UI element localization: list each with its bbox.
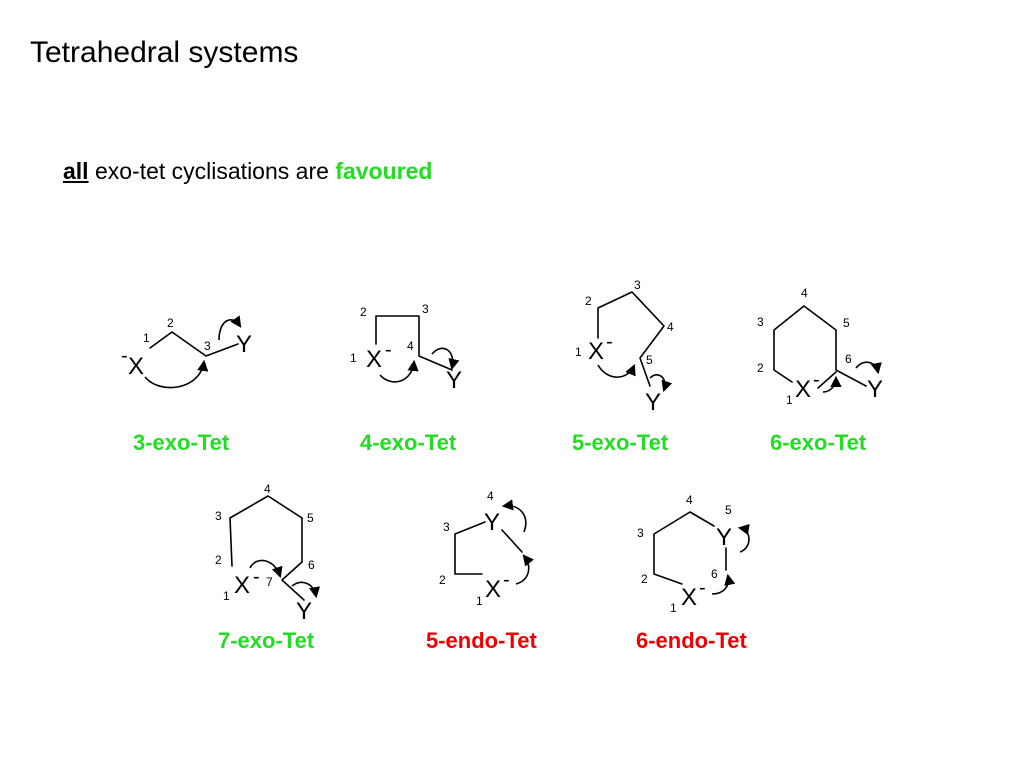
position-number: 7 [266,575,273,589]
atom-y: Y [446,367,462,394]
bond [817,371,837,389]
caption: 6-endo-Tet [636,628,747,653]
position-number: 1 [476,594,483,608]
curved-arrow [144,359,209,389]
structure-3-exo-tet: - X Y 1 2 3 3-exo-Tet [121,315,252,455]
atom-x: X [795,376,811,403]
atom-y: Y [484,509,500,536]
position-number: 2 [439,573,446,587]
curved-arrow [291,581,321,599]
position-number: 2 [585,294,592,308]
curved-arrow [649,374,673,393]
structure-6-exo-tet: X - Y 1 2 3 4 5 6 6-exo-Tet [757,286,883,455]
subtitle-middle: exo-tet cyclisations are [88,158,336,184]
atom-y: Y [645,389,661,416]
position-number: 5 [725,503,732,517]
position-number: 4 [667,320,674,334]
caption: 4-exo-Tet [360,430,457,455]
position-number: 3 [634,278,641,292]
structure-5-exo-tet: X - Y 1 2 3 4 5 5-exo-Tet [572,278,674,455]
position-number: 2 [641,572,648,586]
atom-x: X [128,353,144,380]
position-number: 5 [646,353,653,367]
curved-arrow [218,315,242,341]
curved-arrow [737,523,750,553]
position-number: 3 [422,302,429,316]
position-number: 4 [407,339,414,353]
structure-6-endo-tet: Y X - 1 2 3 4 5 6 6-endo-Tet [636,493,750,653]
curved-arrow [597,363,636,378]
position-number: 3 [204,339,211,353]
position-number: 4 [686,493,693,507]
atom-y: Y [716,524,732,551]
bond-ring [773,305,867,387]
x-charge: - [385,339,392,361]
bond-chain [149,331,239,357]
x-charge: - [253,566,260,588]
caption: 3-exo-Tet [133,430,230,455]
position-number: 4 [801,286,808,300]
atom-x: X [588,338,604,365]
subtitle-all: all [63,158,89,184]
position-number: 1 [575,345,582,359]
position-number: 2 [167,316,174,330]
bond-ring [597,291,665,387]
x-charge: - [503,569,510,591]
atom-y: Y [236,331,252,358]
subtitle-favoured: favoured [335,158,433,184]
bond-ring [653,511,715,585]
curved-arrow [501,499,527,533]
atom-x: X [234,572,250,599]
position-number: 2 [215,553,222,567]
x-charge: - [699,577,706,599]
bond-ring [454,521,486,575]
x-charge: - [606,331,613,353]
atom-y: Y [296,598,312,625]
bond-ring [229,495,305,601]
position-number: 5 [307,511,314,525]
bond-ring [375,315,453,371]
curved-arrow [379,359,419,383]
position-number: 2 [757,361,764,375]
position-number: 6 [845,352,852,366]
curved-arrow [431,347,460,371]
position-number: 6 [308,558,315,572]
structure-5-endo-tet: Y X - 1 2 3 4 5-endo-Tet [426,489,537,653]
position-number: 1 [786,393,793,407]
position-number: 3 [757,315,764,329]
atom-x: X [366,346,382,373]
bond [501,529,523,553]
position-number: 3 [215,509,222,523]
position-number: 3 [443,520,450,534]
structure-4-exo-tet: X - Y 1 2 3 4 4-exo-Tet [350,302,462,455]
caption: 6-exo-Tet [770,430,867,455]
caption: 7-exo-Tet [218,628,315,653]
atom-x: X [485,576,501,603]
caption: 5-exo-Tet [572,430,669,455]
x-charge: - [121,345,128,367]
position-number: 1 [143,331,150,345]
atom-x: X [681,584,697,611]
curved-arrow [515,554,534,585]
position-number: 5 [843,316,850,330]
curved-arrow [249,559,283,579]
x-charge: - [813,369,820,391]
position-number: 4 [264,482,271,496]
position-number: 1 [670,601,677,615]
structure-7-exo-tet: X - Y 1 2 3 4 5 6 7 7-exo-Tet [215,482,321,653]
curved-arrow [711,573,736,595]
position-number: 2 [360,305,367,319]
curved-arrow [855,361,882,375]
slide-title: Tetrahedral systems [30,36,299,69]
atom-y: Y [867,376,883,403]
position-number: 6 [711,567,718,581]
position-number: 3 [637,526,644,540]
subtitle: all exo-tet cyclisations are favoured [63,158,432,185]
position-number: 4 [487,489,494,503]
position-number: 1 [350,351,357,365]
caption: 5-endo-Tet [426,628,537,653]
position-number: 1 [223,589,230,603]
curved-arrow [822,375,842,393]
